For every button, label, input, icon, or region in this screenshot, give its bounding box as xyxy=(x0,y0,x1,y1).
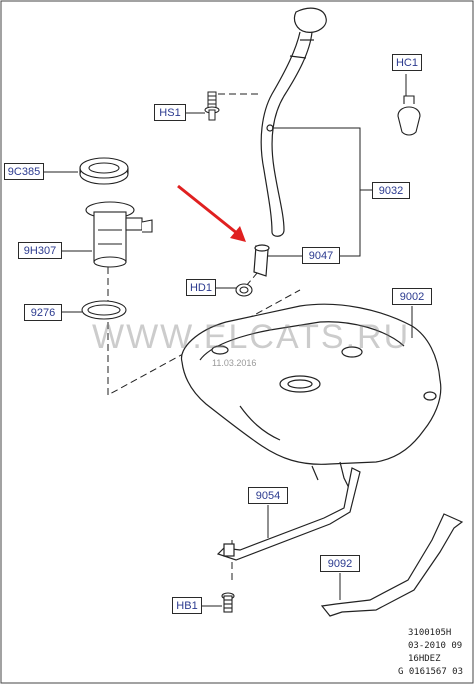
ref-line-4: G 0161567 03 xyxy=(398,667,464,677)
fuel-tank-9002 xyxy=(180,303,442,491)
leader-9032-bottom xyxy=(340,190,361,257)
callout-9092: 9092 xyxy=(320,555,360,572)
callout-9032: 9032 xyxy=(372,182,410,199)
strap-9054 xyxy=(216,467,361,561)
callout-9276: 9276 xyxy=(24,304,62,321)
ref-line-3: 16HDEZ xyxy=(408,654,441,664)
ref-line-1: 3100105H xyxy=(408,628,452,638)
highlight-arrow xyxy=(177,184,246,242)
callout-hc1: HC1 xyxy=(392,54,422,71)
callout-hb1: HB1 xyxy=(172,597,202,614)
callout-9002: 9002 xyxy=(392,288,432,305)
fuel-pump-9h307 xyxy=(85,201,153,268)
callout-hs1: HS1 xyxy=(154,104,186,121)
clip-hc1 xyxy=(397,95,421,136)
lock-ring-9c385 xyxy=(79,157,129,185)
callout-9h307: 9H307 xyxy=(18,242,62,259)
callout-9047: 9047 xyxy=(302,247,340,264)
clamp-hd1 xyxy=(235,283,253,297)
watermark-site: WWW.ELCATS.RU xyxy=(92,318,411,356)
strap-9092 xyxy=(320,513,464,617)
ref-line-2: 03-2010 09 xyxy=(408,641,463,651)
filler-neck xyxy=(260,7,327,237)
leader-9032-top xyxy=(272,127,372,191)
callout-hd1: HD1 xyxy=(186,279,216,296)
callout-9054: 9054 xyxy=(248,487,288,504)
bolt-hb1 xyxy=(221,592,235,613)
callout-9c385: 9C385 xyxy=(4,163,44,180)
watermark-date: 11.03.2016 xyxy=(212,358,257,368)
hose-9047 xyxy=(253,244,270,277)
seal-9276 xyxy=(81,300,127,320)
screw-hs1 xyxy=(204,91,220,121)
